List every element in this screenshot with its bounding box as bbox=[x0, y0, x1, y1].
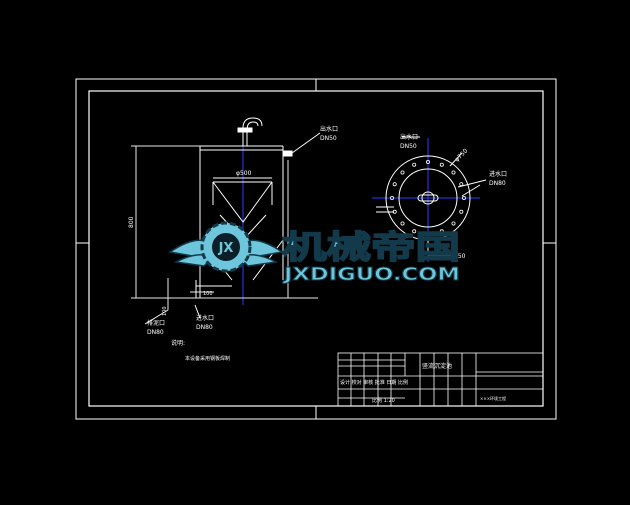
title-block-scale-row: 比例 1:20 bbox=[372, 397, 395, 404]
title-block-sign-row: 设计 校对 审核 批准 日期 比例 bbox=[340, 379, 408, 386]
top-dia-dim: φ750 bbox=[453, 147, 469, 163]
front-drain-size: DN80 bbox=[147, 329, 164, 336]
bolt-hole bbox=[412, 229, 417, 234]
bolt-hole bbox=[459, 182, 464, 187]
top-inlet-label: 进水口 bbox=[489, 170, 507, 178]
bolt-hole bbox=[461, 195, 466, 200]
top-inlet-size: DN80 bbox=[489, 180, 506, 187]
vent-pipe bbox=[242, 117, 263, 146]
watermark-emblem: JX bbox=[168, 221, 284, 273]
center-tube-circle bbox=[421, 191, 435, 205]
front-height-dim: 800 bbox=[128, 216, 135, 228]
front-bottom-dim-1: 100 bbox=[162, 306, 168, 316]
top-offset-dim: 150 bbox=[454, 253, 466, 260]
notes-line-1: 本设备采用钢板焊制 bbox=[185, 355, 230, 362]
title-block-unit: ×××环境工程 bbox=[480, 395, 506, 401]
bolt-hole bbox=[451, 221, 456, 226]
front-view bbox=[131, 117, 321, 325]
top-view bbox=[372, 136, 487, 262]
bolt-hole bbox=[392, 182, 397, 187]
front-inlet-size: DN80 bbox=[196, 324, 213, 331]
reflector-cone bbox=[212, 181, 273, 223]
front-outlet-size: DN50 bbox=[320, 135, 337, 142]
front-inner-dia: φ500 bbox=[236, 170, 252, 177]
watermark: JX 机械帝国 JXDIGUO.COM bbox=[168, 221, 461, 286]
front-inlet-label: 进水口 bbox=[196, 314, 214, 322]
front-bottom-dim-2: 100 bbox=[203, 291, 213, 297]
bolt-holes bbox=[389, 159, 466, 236]
notes-title: 说明: bbox=[171, 339, 185, 347]
front-outlet-label: 出水口 bbox=[320, 125, 338, 133]
watermark-brand-cn: 机械帝国 bbox=[282, 228, 460, 266]
bolt-hole bbox=[392, 209, 397, 214]
vent-pipe-flange bbox=[237, 127, 253, 133]
bolt-hole bbox=[459, 209, 464, 214]
top-outlet-size: DN50 bbox=[400, 143, 417, 150]
bolt-hole bbox=[400, 170, 405, 175]
bolt-hole bbox=[412, 162, 417, 167]
tank-inner-circle bbox=[398, 168, 458, 228]
title-block-drawing-name: 竖流沉淀池 bbox=[422, 362, 452, 370]
bolt-hole bbox=[439, 162, 444, 167]
watermark-emblem-text: JX bbox=[218, 241, 234, 256]
outlet-slot bbox=[417, 194, 439, 202]
bolt-hole bbox=[451, 170, 456, 175]
outlet-flange bbox=[282, 150, 293, 157]
watermark-brand-url: JXDIGUO.COM bbox=[281, 264, 460, 285]
bolt-hole bbox=[425, 159, 430, 164]
bolt-hole bbox=[389, 195, 394, 200]
bolt-hole bbox=[439, 229, 444, 234]
top-outlet-label: 出水口 bbox=[400, 133, 418, 141]
bolt-hole bbox=[400, 221, 405, 226]
front-drain-label: 排泥口 bbox=[147, 319, 165, 327]
bolt-hole bbox=[425, 231, 430, 236]
title-block bbox=[337, 352, 544, 407]
